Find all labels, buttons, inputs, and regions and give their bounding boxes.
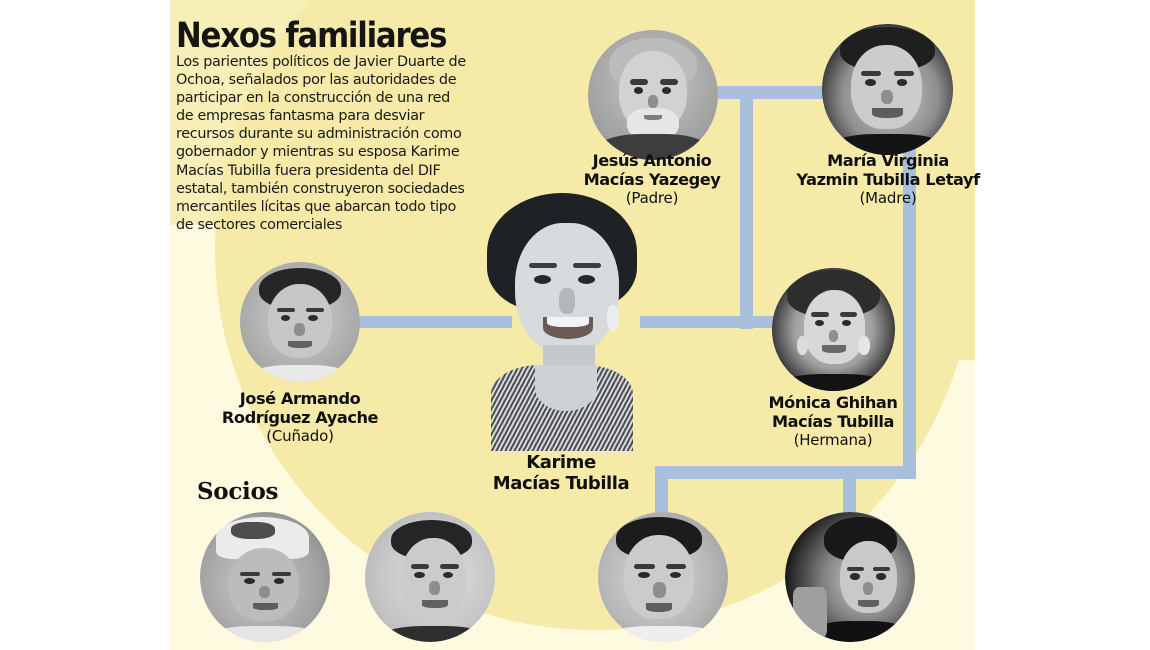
karime-name-line2: Macías Tubilla — [492, 473, 630, 494]
father-name-line2: Macías Yazegey — [583, 169, 721, 189]
avatar-socio-2 — [365, 512, 495, 642]
mother-name-line2: Yazmin Tubilla Letayf — [796, 169, 980, 189]
deck-paragraph: Los parientes políticos de Javier Duarte… — [176, 54, 466, 233]
earring-left — [796, 335, 808, 356]
sister-relation: (Hermana) — [793, 431, 873, 449]
page-title: Nexos familiares — [176, 16, 447, 56]
brother-in-law-name-line1: José Armando — [239, 389, 361, 408]
socios-section-label: Socios — [197, 478, 279, 505]
earring-right — [858, 335, 871, 356]
avatar-socio-3 — [598, 512, 728, 642]
mother-name-line1: María Virginia — [827, 151, 949, 170]
connector-bottom-vertical-center — [655, 466, 668, 522]
mother-relation: (Madre) — [859, 189, 917, 207]
connector-karime-right — [640, 316, 780, 328]
father-relation: (Padre) — [625, 189, 679, 207]
avatar-sister — [772, 268, 895, 391]
avatar-mother — [822, 24, 953, 155]
caption-father: Jesús Antonio Macías Yazegey (Padre) — [552, 151, 752, 207]
avatar-father — [588, 30, 718, 160]
brother-in-law-relation: (Cuñado) — [266, 427, 334, 445]
karime-name-line1: Karime — [526, 452, 596, 473]
connector-bottom-vertical-right — [843, 466, 856, 522]
avatar-brother-in-law — [240, 262, 360, 382]
connector-mother-vertical — [903, 86, 916, 476]
connector-parents-vertical — [740, 86, 753, 329]
sister-name-line1: Mónica Ghihan — [768, 393, 898, 412]
brother-in-law-name-line2: Rodríguez Ayache — [221, 407, 379, 427]
caption-mother: María Virginia Yazmin Tubilla Letayf (Ma… — [772, 151, 1004, 207]
avatar-socio-4 — [785, 512, 915, 642]
caption-brother-in-law: José Armando Rodríguez Ayache (Cuñado) — [200, 389, 400, 445]
avatar-socio-1 — [200, 512, 330, 642]
sister-name-line2: Macías Tubilla — [771, 411, 894, 431]
avatar-karime — [463, 185, 659, 460]
connector-bottom-horizontal — [655, 466, 916, 479]
caption-karime: Karime Macías Tubilla — [461, 452, 661, 494]
father-name-line1: Jesús Antonio — [592, 151, 712, 170]
caption-sister: Mónica Ghihan Macías Tubilla (Hermana) — [733, 393, 933, 449]
connector-karime-left — [352, 316, 512, 328]
